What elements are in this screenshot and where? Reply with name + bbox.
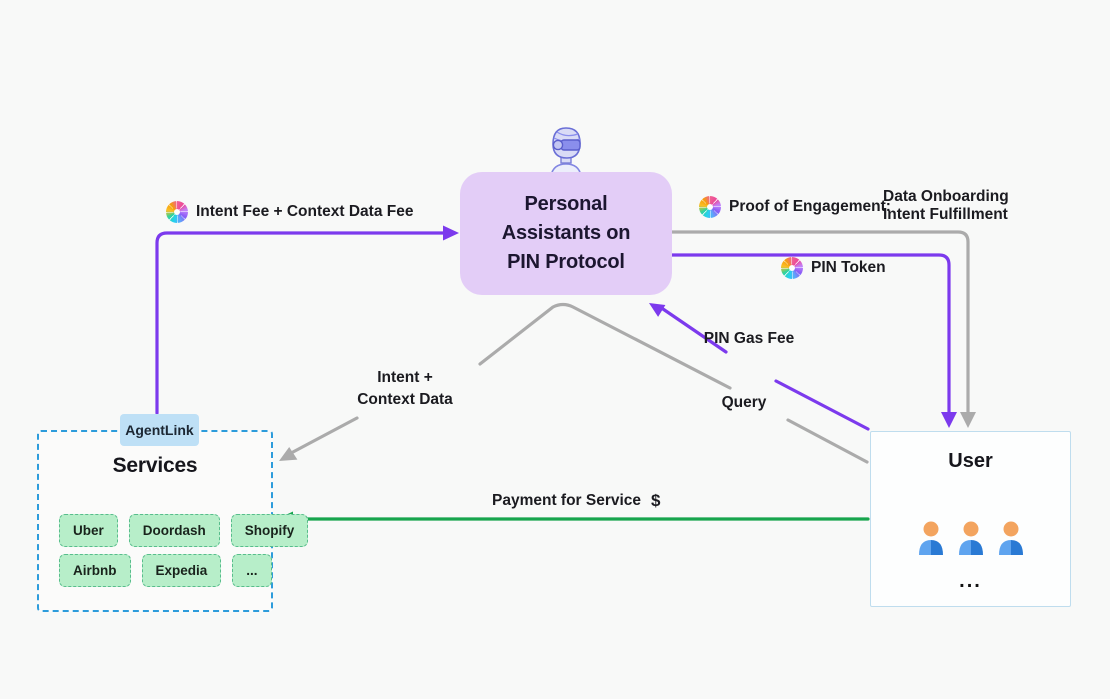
edge-pin-token-arrowhead xyxy=(941,412,957,428)
person-icon xyxy=(998,521,1023,555)
edge-intent-fee-line xyxy=(155,231,446,415)
edge-pin-gas-line-lower xyxy=(774,379,870,431)
agentlink-tab: AgentLink xyxy=(120,414,199,446)
assistants-title-line2: Assistants on xyxy=(501,222,631,244)
pin-token-icon xyxy=(699,196,721,218)
intent-data-line2: Context Data xyxy=(357,391,453,408)
edge-proof-arrowhead xyxy=(960,412,976,428)
edge-query-line xyxy=(786,418,869,464)
assistants-node: Personal Assistants on PIN Protocol xyxy=(460,172,672,295)
assistant-avatar-icon xyxy=(550,127,582,176)
intent-fee-label: Intent Fee + Context Data Fee xyxy=(166,201,413,223)
assistants-title-line3: PIN Protocol xyxy=(507,251,625,273)
edge-intent-fee-arrowhead xyxy=(443,225,459,241)
assistants-title-line1: Personal xyxy=(524,193,608,215)
service-chip-airbnb: Airbnb xyxy=(59,554,131,587)
service-chip-uber: Uber xyxy=(59,514,118,547)
pin-gas-fee-label-text: PIN Gas Fee xyxy=(703,330,795,347)
user-node-title: User xyxy=(948,450,993,472)
user-ellipsis: ... xyxy=(959,570,982,592)
service-chip-shopify: Shopify xyxy=(230,514,309,547)
proof-detail-line1: Data Onboarding xyxy=(883,188,1009,205)
edge-pin-gas-line-upper xyxy=(661,307,728,354)
payment-label-text: Payment for Service xyxy=(492,492,642,509)
services-node: AgentLink Services Uber Doordash Shopify… xyxy=(37,414,309,612)
assistants-node-title: Personal Assistants on PIN Protocol xyxy=(502,190,631,277)
proof-label-text: Proof of Engagement: xyxy=(729,198,891,215)
pin-gas-fee-label: PIN Gas Fee xyxy=(697,330,801,348)
proof-details-label: Data Onboarding Intent Fulfillment xyxy=(883,188,1009,224)
edge-pin-token-line xyxy=(670,253,951,414)
pin-token-icon xyxy=(781,257,803,279)
services-node-title: Services xyxy=(112,454,198,477)
edge-proof-line xyxy=(670,230,970,414)
intent-context-data-label: Intent + Context Data xyxy=(343,367,467,411)
services-chip-row-2: Airbnb Expedia ... xyxy=(59,554,272,587)
edge-intent-data-line xyxy=(291,416,359,454)
proof-of-engagement-label: Proof of Engagement: xyxy=(699,196,891,218)
query-label: Query xyxy=(721,394,767,411)
service-chip-expedia: Expedia xyxy=(141,554,222,587)
dollar-sign-icon: $ xyxy=(651,491,661,510)
user-node: User ... xyxy=(870,431,1071,607)
edge-peak-line xyxy=(478,302,732,390)
pin-token-icon xyxy=(166,201,188,223)
person-icon xyxy=(918,521,943,555)
intent-data-line1: Intent + xyxy=(377,369,433,386)
edge-pin-gas-arrowhead xyxy=(649,303,666,317)
services-chip-row-1: Uber Doordash Shopify xyxy=(59,514,309,547)
pin-token-label: PIN Token xyxy=(781,257,886,279)
payment-label: Payment for Service $ xyxy=(492,491,661,511)
service-chip-doordash: Doordash xyxy=(128,514,220,547)
person-icon xyxy=(958,521,983,555)
intent-fee-label-text: Intent Fee + Context Data Fee xyxy=(196,203,414,220)
service-chip-more: ... xyxy=(232,554,272,587)
user-group xyxy=(871,520,1070,556)
pin-token-label-text: PIN Token xyxy=(811,259,886,276)
edge-intent-data-arrowhead xyxy=(279,447,298,461)
proof-detail-line2: Intent Fulfillment xyxy=(883,206,1008,223)
